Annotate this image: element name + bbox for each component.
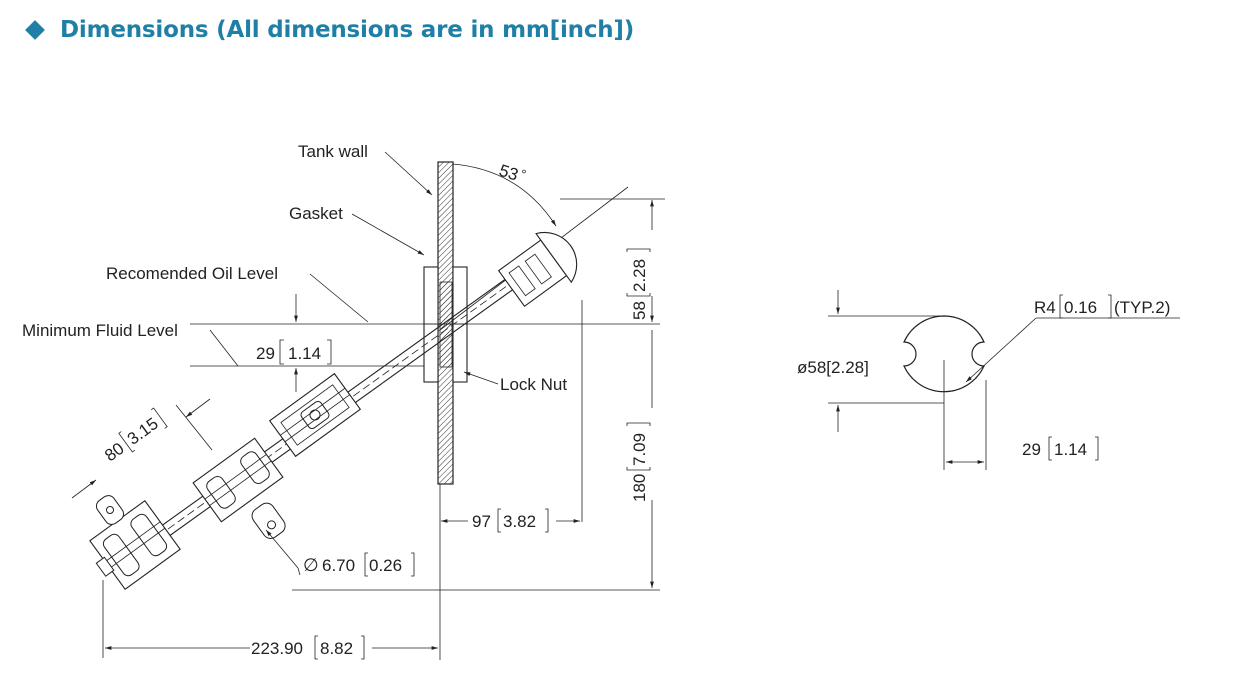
dim-80-lines (71, 398, 213, 499)
svg-text:8.82: 8.82 (320, 639, 353, 658)
svg-text:29: 29 (256, 344, 275, 363)
svg-text:29: 29 (1022, 440, 1041, 459)
oil-level-label: Recomended Oil Level (106, 264, 278, 283)
gasket-label: Gasket (289, 204, 343, 223)
diameter-label: ø58[2.28] (797, 358, 869, 377)
dim-223-lines (102, 580, 438, 658)
hole-leader (265, 529, 299, 569)
svg-text:1.14: 1.14 (1054, 440, 1087, 459)
dim-hole-text: ∅ 6.70 0.26 (303, 552, 415, 577)
dim-58-text: 58 2.28 (626, 248, 651, 320)
svg-text:3.15: 3.15 (124, 414, 162, 449)
svg-text:(TYP.2): (TYP.2) (1114, 298, 1170, 317)
svg-text:53: 53 (497, 161, 521, 185)
dim-97-lines (439, 484, 580, 660)
angle-arc (452, 163, 557, 227)
vertical-dimensions (440, 198, 665, 591)
float-top (268, 372, 362, 458)
section-header: Dimensions (All dimensions are in mm[inc… (22, 12, 634, 48)
switch-head (497, 231, 578, 308)
dim-97-text: 97 3.82 (472, 508, 549, 533)
callout-leaders (209, 151, 499, 385)
tank-wall-label: Tank wall (298, 142, 368, 161)
flange-circle-view (828, 290, 1180, 470)
svg-text:7.09: 7.09 (630, 433, 649, 466)
svg-text:0.16: 0.16 (1064, 298, 1097, 317)
dim-29-right-text: 29 1.14 (1022, 436, 1099, 461)
lock-nut-label: Lock Nut (500, 375, 567, 394)
dim-223-text: 223.90 8.82 (251, 635, 365, 660)
svg-text:58: 58 (630, 301, 649, 320)
svg-text:0.26: 0.26 (369, 556, 402, 575)
float-arm-assembly (89, 186, 629, 591)
svg-text:∅: ∅ (303, 555, 319, 575)
float-bottom (89, 499, 181, 591)
r4-label: R4 0.16 (TYP.2) (1034, 294, 1170, 319)
angle-label: 53 ° (497, 161, 528, 185)
svg-text:2.28: 2.28 (630, 259, 649, 292)
svg-text:°: ° (518, 166, 528, 182)
dim-29-text: 29 1.14 (256, 339, 332, 365)
min-fluid-label: Minimum Fluid Level (22, 321, 178, 340)
mounting-tab (251, 502, 286, 539)
svg-text:223.90: 223.90 (251, 639, 303, 658)
svg-text:6.70: 6.70 (322, 556, 355, 575)
svg-text:97: 97 (472, 512, 491, 531)
dim-80-text: 80 3.15 (101, 407, 168, 465)
flange-assembly (423, 266, 468, 383)
end-tab (95, 495, 125, 525)
page-title: Dimensions (All dimensions are in mm[inc… (60, 17, 635, 43)
svg-text:1.14: 1.14 (288, 344, 321, 363)
svg-text:3.82: 3.82 (503, 512, 536, 531)
dim-180-text: 180 7.09 (626, 422, 651, 502)
float-middle (192, 437, 284, 523)
svg-text:180: 180 (630, 474, 649, 502)
svg-text:R4: R4 (1034, 298, 1056, 317)
svg-text:80: 80 (101, 439, 127, 465)
